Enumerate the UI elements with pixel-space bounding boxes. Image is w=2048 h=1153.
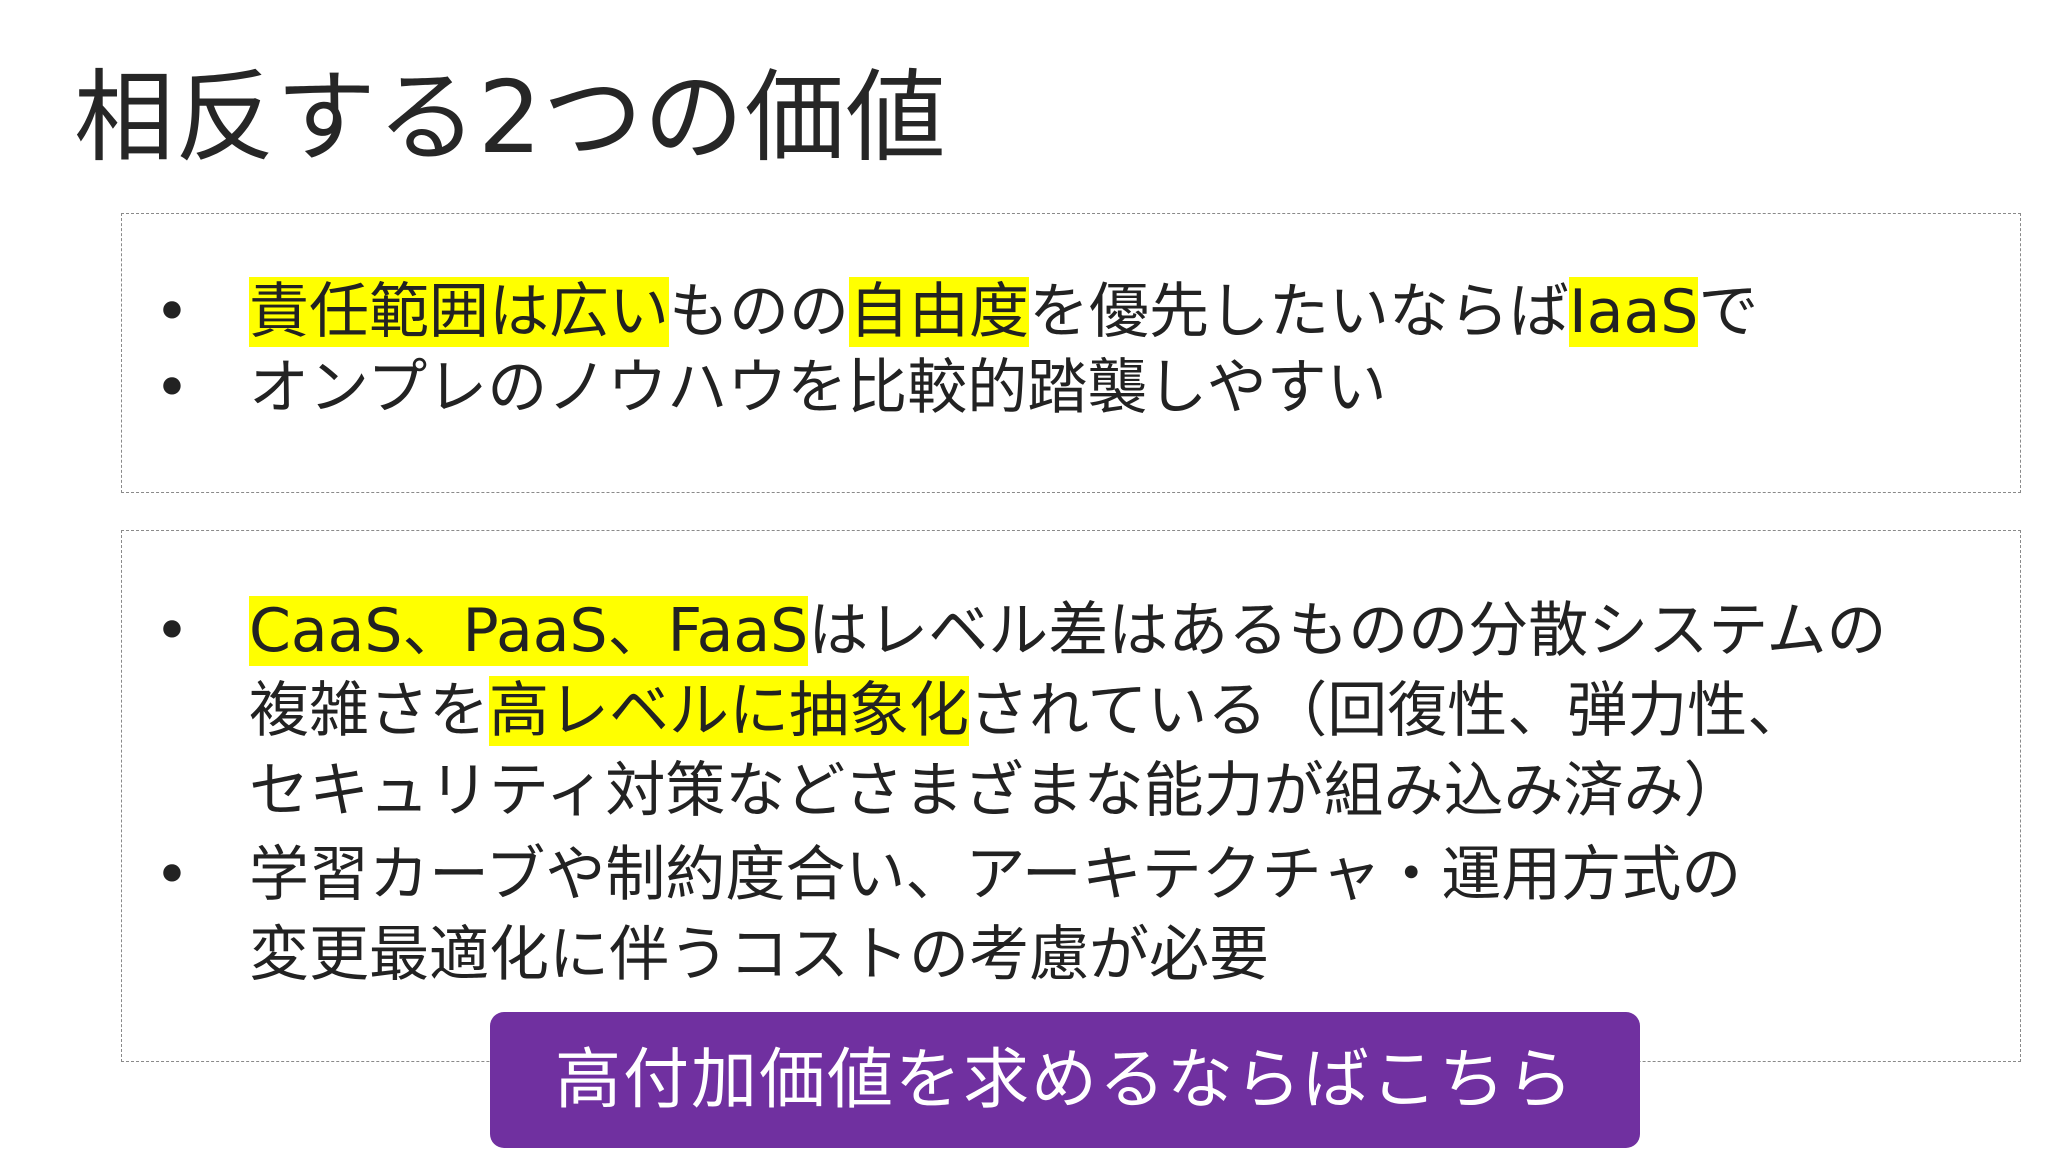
bullet-text-segment: ものの [669, 277, 849, 347]
bullet-text-segment: で [1698, 277, 1759, 347]
iaas-box: • 責任範囲は広いものの自由度を優先したいならばIaaSで • オンプレのノウハウを… [121, 213, 2021, 493]
bullet-text-segment: セキュリティ対策などさまざまな能力が組み込み済み） [249, 756, 1744, 826]
caas-paas-faas-box: • CaaS、PaaS、FaaSはレベル差はあるものの分散システムの複雑さを高レベ… [121, 530, 2021, 1062]
bullet-text-segment: オンプレのノウハウを比較的踏襲しやすい [249, 353, 1387, 423]
bullet-text-segment: CaaS、PaaS、FaaS [249, 596, 809, 666]
bullet-text-segment: 変更最適化に伴うコストの考慮が必要 [249, 920, 1269, 990]
bullet-dot-icon: • [154, 277, 190, 347]
bullet-text-segment: 高レベルに抽象化 [489, 676, 969, 746]
iaas-bullet-list: • 責任範囲は広いものの自由度を優先したいならばIaaSで • オンプレのノウハウを… [122, 274, 2020, 426]
bullet-text-segment: を優先したいならば [1029, 277, 1569, 347]
bullet-text-segment: はレベル差はあるものの分散システムの [808, 596, 1887, 666]
slide-title: 相反する2つの価値 [74, 59, 947, 176]
bullet-item: • 学習カーブや制約度合い、アーキテクチャ・運用方式の変更最適化に伴うコストの考慮… [122, 835, 2020, 995]
bullet-text-segment: IaaS [1569, 277, 1699, 347]
bullet-text-segment: 自由度 [849, 277, 1029, 347]
bullet-text-segment: されている（回復性、弾力性、 [969, 676, 1808, 746]
bullet-item: • オンプレのノウハウを比較的踏襲しやすい [122, 350, 2020, 426]
bullet-text-segment: 学習カーブや制約度合い、アーキテクチャ・運用方式の [249, 840, 1742, 910]
bullet-dot-icon: • [154, 596, 190, 666]
bullet-item: • 責任範囲は広いものの自由度を優先したいならばIaaSで [122, 274, 2020, 350]
caas-bullet-list: • CaaS、PaaS、FaaSはレベル差はあるものの分散システムの複雑さを高レベ… [122, 591, 2020, 999]
high-value-cta-button[interactable]: 高付加価値を求めるならばこちら [490, 1012, 1640, 1148]
bullet-dot-icon: • [154, 353, 190, 423]
bullet-text-segment: 責任範囲は広い [249, 277, 669, 347]
bullet-item: • CaaS、PaaS、FaaSはレベル差はあるものの分散システムの複雑さを高レベ… [122, 591, 2020, 831]
bullet-dot-icon: • [154, 840, 190, 910]
bullet-text-segment: 複雑さを [249, 676, 489, 746]
